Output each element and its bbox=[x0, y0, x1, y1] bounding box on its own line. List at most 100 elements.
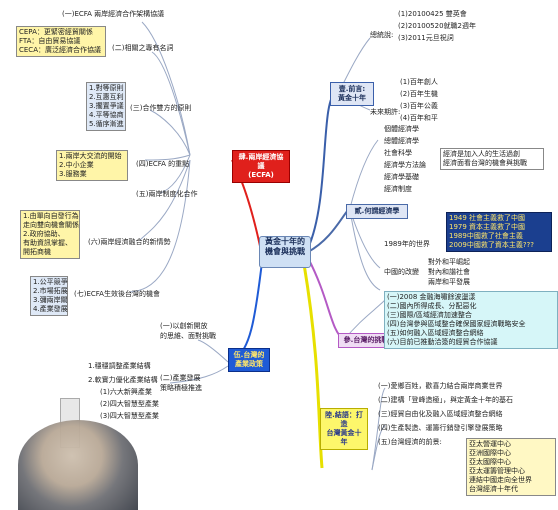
challenge-box: (一)2008 金融海嘯餘波盪漾 (二)國內所得成長、分配惡化 (三)國際/區域… bbox=[384, 291, 558, 349]
econ-item-0: 個體經濟學 bbox=[384, 125, 419, 133]
ecfa-spokes bbox=[129, 21, 191, 293]
ecfa-coop-box: 1.由單向自發行為 走向雙向機會關係 2.政府協助、 有助資訊掌握、 開拓商機 bbox=[20, 210, 80, 259]
intro-group-b: 未來期許: bbox=[370, 108, 401, 116]
concl-box-5: 台灣經濟十年代 bbox=[469, 485, 518, 493]
branch-challenge-label: 參.台灣的挑戰 bbox=[343, 336, 389, 344]
ecfa-impact-box: 1.兩岸大交流的開始 2.中小企業 3.服務業 bbox=[56, 150, 128, 181]
econ-box-line1: 經濟面看台灣的機會與挑戰 bbox=[443, 159, 527, 167]
ecfa-future-title: (七)ECFA生效後台灣的機會 bbox=[74, 290, 160, 298]
future-0: 1.公平競爭 bbox=[33, 278, 68, 286]
china-1: 對內和諧社會 bbox=[428, 268, 470, 276]
ecfa-impact-title: (四)ECFA 的重點 bbox=[136, 160, 190, 168]
challenge-2: (三)國際/區域經濟加速整合 bbox=[387, 311, 472, 319]
impact-0: 1.兩岸大交流的開始 bbox=[59, 152, 122, 160]
branch-ecfa-label1: 肆.兩岸經濟協議 bbox=[238, 153, 284, 170]
challenge-3: (四)台灣參與區域整合確保國家經濟戰略安全 bbox=[387, 320, 526, 328]
connector-intro bbox=[307, 91, 337, 249]
concl-1: (二)建構「登峰造極」，與定黃金十年的基石 bbox=[378, 396, 513, 404]
econ-years-box: 1949 社會主義救了中國 1979 資本主義救了中國 1989中國救了社會主義… bbox=[446, 212, 552, 252]
industry-item-1: 2.軟實力優化產業結構 bbox=[88, 376, 158, 384]
branch-ecfa[interactable]: 肆.兩岸經濟協議 (ECFA) bbox=[232, 150, 290, 183]
branch-ecfa-label2: (ECFA) bbox=[248, 171, 274, 179]
coop-1: 走向雙向機會關係 bbox=[23, 221, 79, 229]
econ-item-5: 經濟制度 bbox=[384, 185, 412, 193]
intro-b-3: (4)百年和平 bbox=[400, 114, 438, 122]
intro-a-0: (1)20100425 雙英會 bbox=[398, 10, 467, 18]
connector-industry bbox=[233, 261, 263, 361]
econ-box: 經濟是加入人的生活過創 經濟面看台灣的機會與挑戰 bbox=[440, 148, 544, 170]
challenge-4: (五)如何融入區域經濟整合網絡 bbox=[387, 329, 484, 337]
econ-item-4: 經濟學基礎 bbox=[384, 173, 419, 181]
branch-economics-label: 貳.何謂經濟學 bbox=[354, 207, 400, 215]
principle-4: 5.循序漸進 bbox=[89, 120, 124, 128]
industry-mid1: (二)產業發展 bbox=[160, 374, 201, 382]
conclusion-spokes bbox=[371, 387, 386, 471]
ecfa-principles-title: (三)合作雙方的原則 bbox=[130, 104, 192, 112]
impact-2: 3.服務業 bbox=[59, 170, 87, 178]
china-2: 兩岸和平發展 bbox=[428, 278, 470, 286]
challenge-0: (一)2008 金融海嘯餘波盪漾 bbox=[387, 293, 476, 301]
principle-0: 1.對等原則 bbox=[89, 84, 124, 92]
intro-b-0: (1)百年創人 bbox=[400, 78, 438, 86]
industry-item-2: (1)六大新興產業 bbox=[100, 388, 152, 396]
branch-intro-label2: 黃金十年 bbox=[338, 94, 366, 102]
center-line1: 黃金十年的 bbox=[265, 237, 305, 246]
def-2: CECA：廣泛經濟合作協議 bbox=[19, 46, 101, 54]
coop-0: 1.由單向自發行為 bbox=[23, 212, 79, 220]
industry-mid2: 策略積極推進 bbox=[160, 384, 202, 392]
intro-group-a: 總統說: bbox=[370, 31, 394, 39]
challenge-1: (二)國內所得成長、分配惡化 bbox=[387, 302, 477, 310]
intro-b-1: (2)百年生機 bbox=[400, 90, 438, 98]
def-0: CEPA：更緊密經貿關係 bbox=[19, 28, 93, 36]
speaker-photo bbox=[18, 420, 138, 510]
industry-top1: (一)以創新開放 bbox=[160, 322, 208, 330]
concl-box-0: 亞太營運中心 bbox=[469, 440, 511, 448]
concl-0: (一)愛鄉百姓，歡喜力結合兩岸商業世界 bbox=[378, 382, 503, 390]
branch-economics[interactable]: 貳.何謂經濟學 bbox=[346, 204, 408, 219]
branch-industry[interactable]: 伍.台灣的 產業政策 bbox=[228, 348, 270, 372]
def-1: FTA：自由貿易協議 bbox=[19, 37, 81, 45]
principle-3: 4.平等協商 bbox=[89, 111, 124, 119]
future-2: 3.彌兩岸關 bbox=[33, 296, 68, 304]
concl-2: (三)經貿自由化及融入區域經濟整合網絡 bbox=[378, 410, 503, 418]
branch-industry-label1: 伍.台灣的 bbox=[233, 351, 265, 359]
conclusion-box: 亞太營運中心 亞洲國際中心 亞太國際中心 亞太運籌管理中心 連結中國走向全世界 … bbox=[466, 438, 556, 496]
year-0: 1949 社會主義救了中國 bbox=[449, 214, 526, 222]
ecfa-defs-box: CEPA：更緊密經貿關係 FTA：自由貿易協議 CECA：廣泛經濟合作協議 bbox=[16, 26, 106, 57]
branch-industry-label2: 產業政策 bbox=[235, 360, 263, 368]
china-0: 對外和平崛起 bbox=[428, 258, 470, 266]
principle-2: 3.擱置爭議 bbox=[89, 102, 124, 110]
ecfa-coop-title: (六)兩岸經濟融合的新情勢 bbox=[88, 238, 171, 246]
coop-2: 2.政府協助、 bbox=[23, 230, 65, 238]
concl-box-2: 亞太國際中心 bbox=[469, 458, 511, 466]
intro-b-2: (3)百年公義 bbox=[400, 102, 438, 110]
center-topic[interactable]: 黃金十年的 機會與挑戰 bbox=[259, 236, 311, 268]
year-2: 1989中國救了社會主義 bbox=[449, 232, 523, 240]
industry-item-3: (2)四大智慧型產業 bbox=[100, 400, 159, 408]
industry-spokes bbox=[169, 339, 229, 384]
branch-intro[interactable]: 壹.前言: 黃金十年 bbox=[330, 82, 374, 106]
econ-1989: 1989年的世界 bbox=[384, 240, 430, 248]
econ-box-line0: 經濟是加入人的生活過創 bbox=[443, 150, 520, 158]
industry-item-4: (3)四大智慧型產業 bbox=[100, 412, 159, 420]
connector-economics bbox=[307, 209, 349, 253]
econ-item-1: 總體經濟學 bbox=[384, 137, 419, 145]
ecfa-defs-title: (二)相關之專有名詞 bbox=[112, 44, 174, 52]
ecfa-future-box: 1.公平競爭 2.市場拓展 3.彌兩岸關 4.產業發展 bbox=[30, 276, 68, 316]
challenge-5: (六)目前已推動洽簽的經貿合作協議 bbox=[387, 338, 498, 346]
concl-box-1: 亞洲國際中心 bbox=[469, 449, 511, 457]
center-line2: 機會與挑戰 bbox=[265, 247, 305, 256]
ecfa-top: (一)ECFA 兩岸經濟合作架構協議 bbox=[62, 10, 165, 18]
branch-conclusion[interactable]: 陸.結語：打造 台灣黃金十年 bbox=[320, 408, 368, 450]
intro-a-2: (3)2011元旦祝詞 bbox=[398, 34, 454, 42]
coop-3: 有助資訊掌握、 bbox=[23, 239, 72, 247]
branch-intro-label1: 壹.前言: bbox=[338, 85, 366, 93]
ecfa-system-title: (五)兩岸制度化合作 bbox=[136, 190, 198, 198]
concl-box-4: 連結中國走向全世界 bbox=[469, 476, 532, 484]
future-3: 4.產業發展 bbox=[33, 305, 68, 313]
concl-box-3: 亞太運籌管理中心 bbox=[469, 467, 525, 475]
branch-conclusion-label2: 台灣黃金十年 bbox=[326, 429, 362, 446]
coop-4: 開拓商機 bbox=[23, 248, 51, 256]
impact-1: 2.中小企業 bbox=[59, 161, 94, 169]
